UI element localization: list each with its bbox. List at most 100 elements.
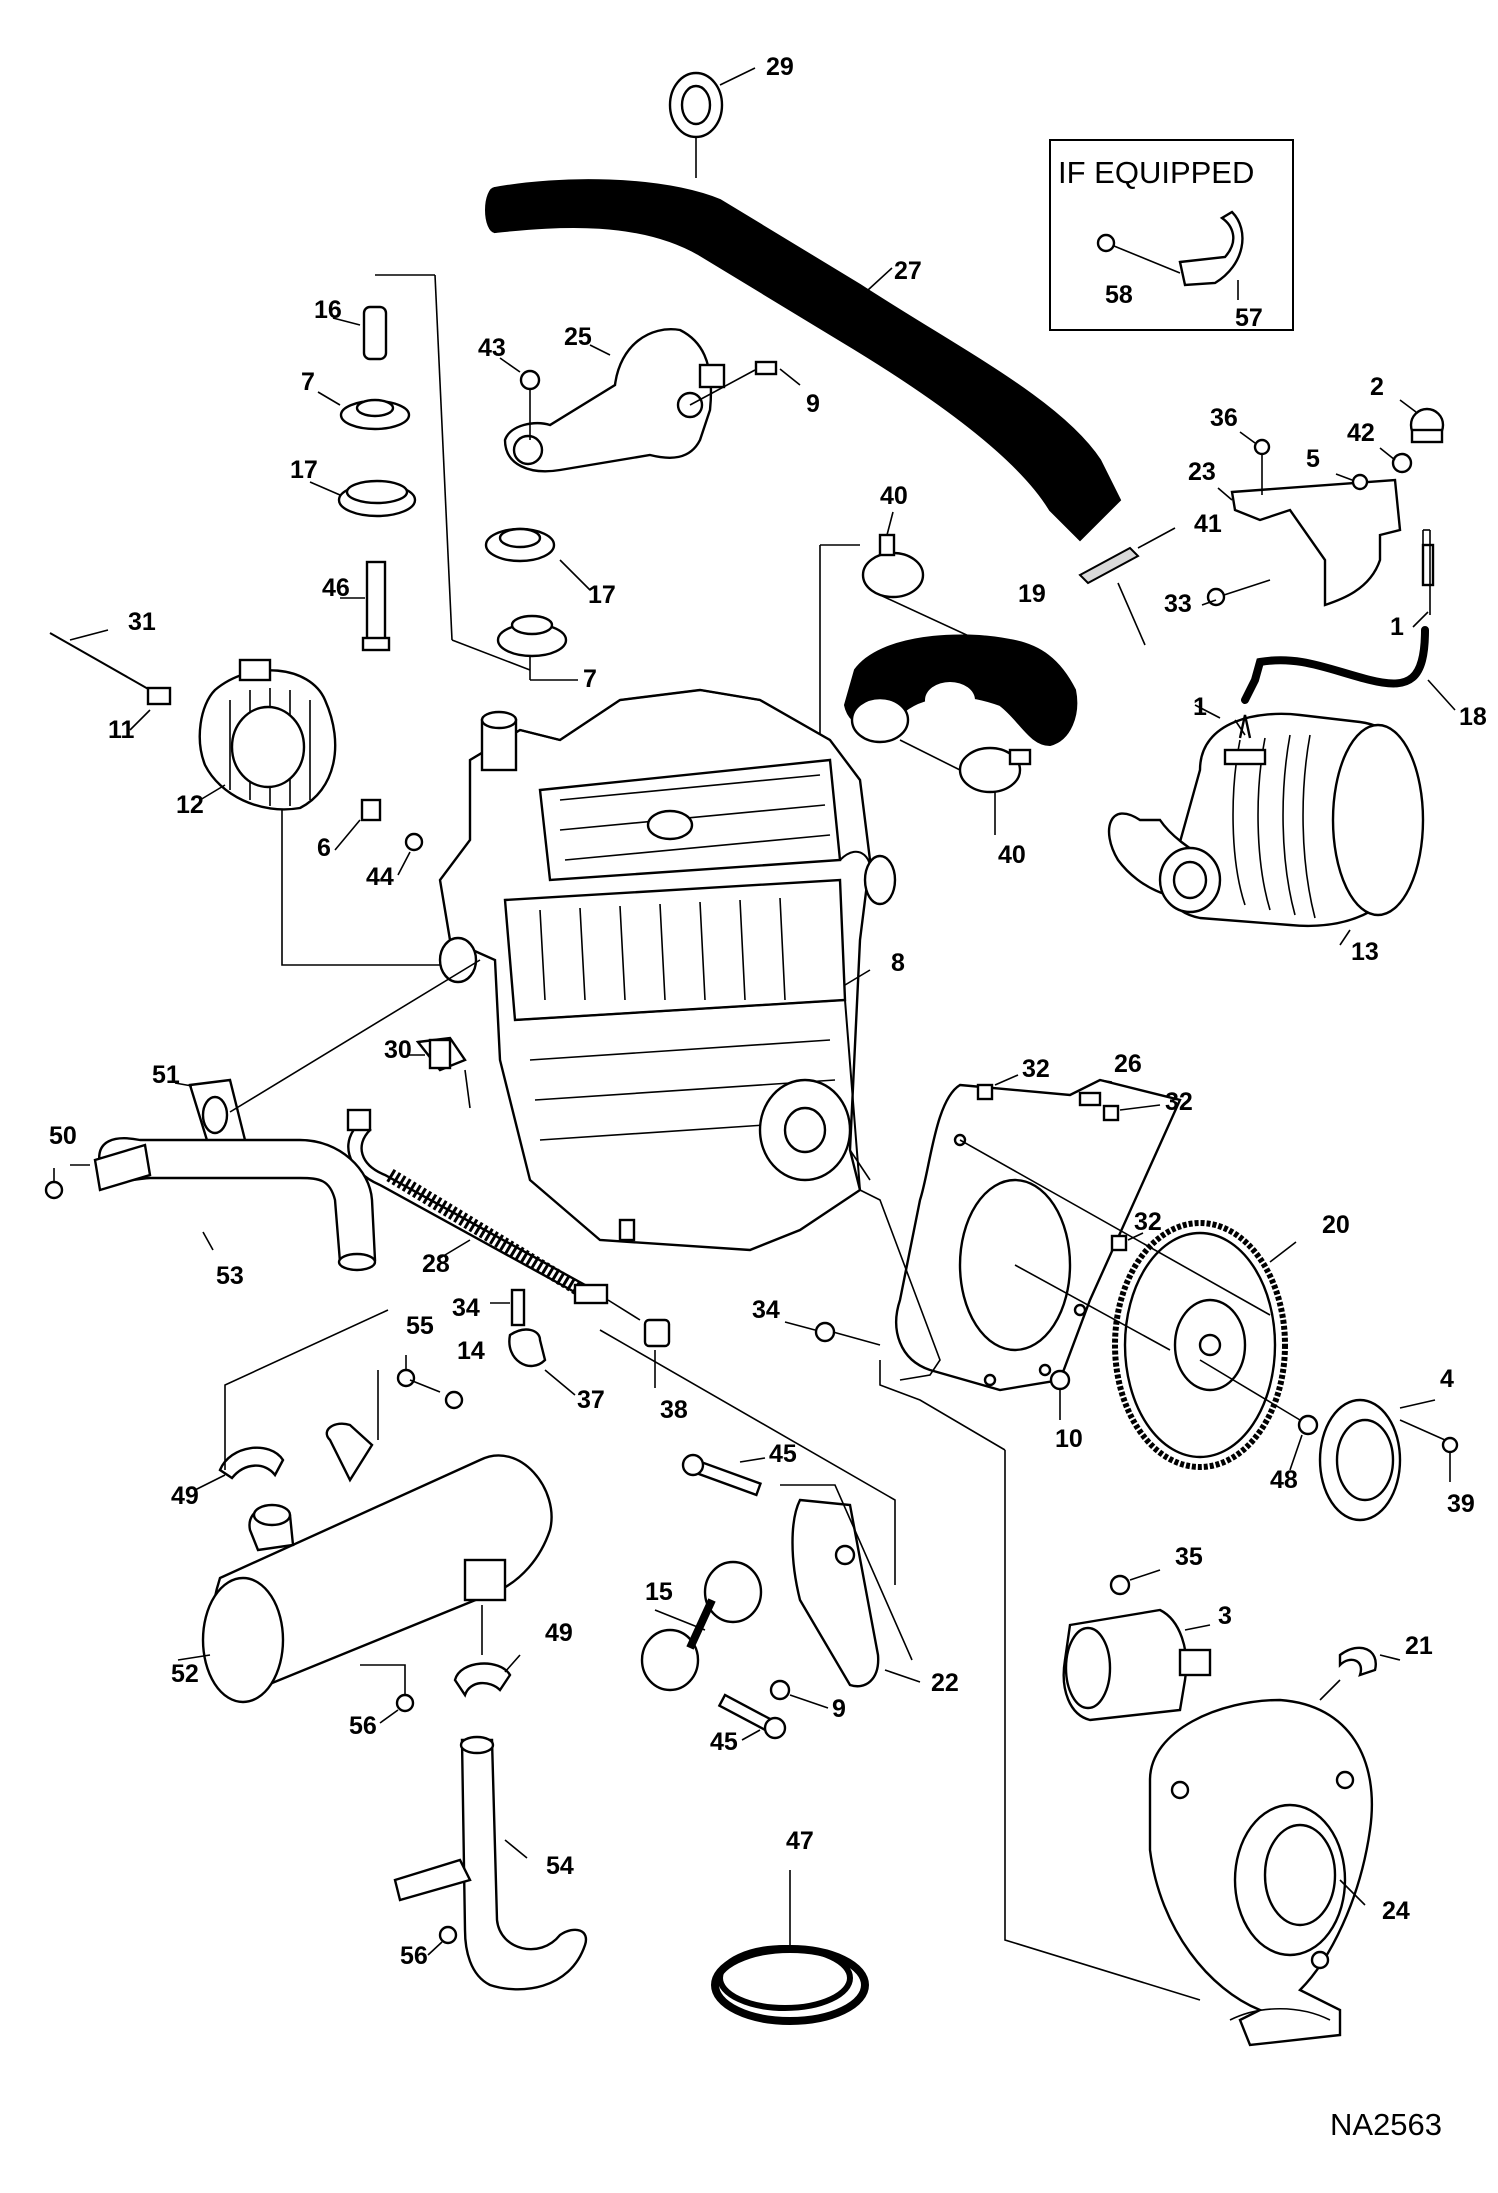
callout-c32b: 32 (1165, 1088, 1193, 1116)
bolt-56-upper-part (360, 1664, 415, 1724)
restriction-indicator-hose-18-part (1241, 626, 1456, 711)
clamp-40-lower-part (958, 746, 1032, 835)
cushion-17-left-part (337, 479, 417, 518)
callout-c5: 5 (1306, 445, 1320, 473)
alternator-12-part (49, 629, 470, 966)
seal-29-part (668, 67, 756, 178)
callout-c9a: 9 (806, 390, 820, 418)
callout-c34a: 34 (452, 1294, 480, 1322)
oil-line-28-part (346, 1108, 609, 1305)
callout-c27: 27 (894, 257, 922, 285)
tailpipe-54-part (393, 1735, 588, 1991)
callout-c55: 55 (406, 1312, 434, 1340)
callout-c9b: 9 (832, 1695, 846, 1723)
callout-c41: 41 (1194, 510, 1222, 538)
exhaust-pipe-53-part (70, 959, 481, 1272)
callout-c40b: 40 (998, 841, 1026, 869)
callout-c7b: 7 (583, 665, 597, 693)
bracket-22-part (791, 1498, 921, 1688)
fitting-30-part (408, 1036, 471, 1109)
callout-c47: 47 (786, 1827, 814, 1855)
air-cleaner-13-part (1107, 704, 1425, 946)
callout-c30: 30 (384, 1036, 412, 1064)
starter-3-part (1062, 1569, 1212, 1722)
bolt-50-part (44, 1168, 64, 1200)
bolt-14-part (409, 1379, 464, 1410)
cushion-7-lower-part (496, 614, 578, 681)
callout-c1a: 1 (1390, 613, 1404, 641)
callout-c31: 31 (128, 608, 156, 636)
gasket-51-part (174, 1078, 247, 1152)
callout-c32a: 32 (1022, 1055, 1050, 1083)
callout-c25: 25 (564, 323, 592, 351)
callout-c44: 44 (366, 863, 394, 891)
callout-c58: 58 (1105, 281, 1133, 309)
callout-c22: 22 (931, 1669, 959, 1697)
bolt-34-right-part (784, 1321, 881, 1346)
callout-c49b: 49 (545, 1619, 573, 1647)
callout-c54: 54 (546, 1852, 574, 1880)
callout-c52: 52 (171, 1660, 199, 1688)
hose-27-part (485, 179, 1122, 542)
cushion-7-upper-part (339, 398, 411, 431)
clip-37-part (490, 1288, 576, 1396)
inset-box: IF EQUIPPED (1049, 139, 1294, 331)
callout-c17a: 17 (290, 456, 318, 484)
bolt-45-upper-part (681, 1453, 766, 1497)
callout-c34b: 34 (752, 1296, 780, 1324)
callout-c37: 37 (577, 1386, 605, 1414)
callout-c23: 23 (1188, 458, 1216, 486)
inset-title: IF EQUIPPED (1058, 155, 1254, 190)
callout-c24: 24 (1382, 1897, 1410, 1925)
callout-c53: 53 (216, 1262, 244, 1290)
bracket-57-part (1178, 210, 1244, 300)
isolator-15-part (640, 1560, 763, 1692)
clamp-49-upper-part (194, 1309, 389, 1491)
callout-c26: 26 (1114, 1050, 1142, 1078)
callout-c6: 6 (317, 834, 331, 862)
callout-c16: 16 (314, 296, 342, 324)
callout-c42: 42 (1347, 419, 1375, 447)
leader-22 (599, 1329, 913, 1661)
bolt-46-part (361, 560, 391, 652)
callout-c21: 21 (1405, 1632, 1433, 1660)
callout-c50: 50 (49, 1122, 77, 1150)
callout-c17b: 17 (588, 581, 616, 609)
callout-c43: 43 (478, 334, 506, 362)
bell-housing-24-part (1004, 1450, 1374, 2047)
callout-c35: 35 (1175, 1543, 1203, 1571)
engine-8-part (438, 688, 897, 1252)
callout-c56b: 56 (400, 1942, 428, 1970)
air-cleaner-bracket-part (1201, 399, 1445, 628)
callout-c11: 11 (108, 716, 135, 744)
seal-plate-4-part (1318, 1398, 1459, 1522)
callout-c1b: 1 (1193, 693, 1207, 721)
bolt-48-part (1199, 1359, 1319, 1471)
hose-coil-47-part (711, 1870, 869, 2025)
flywheel-20-part (959, 1139, 1297, 1470)
bolt-9-lower-part (769, 1679, 829, 1709)
callout-c49a: 49 (171, 1482, 199, 1510)
callout-c51: 51 (152, 1061, 180, 1089)
callout-c3: 3 (1218, 1602, 1232, 1630)
bolt-10-part (1049, 1369, 1071, 1420)
callout-c2: 2 (1370, 373, 1384, 401)
intake-hose-19-part (843, 634, 1078, 747)
callout-c36: 36 (1210, 404, 1238, 432)
callout-c13: 13 (1351, 938, 1379, 966)
spacer-16-part (362, 305, 388, 361)
callout-c7a: 7 (301, 368, 315, 396)
callout-c19: 19 (1018, 580, 1046, 608)
callout-c45a: 45 (769, 1440, 797, 1468)
callout-c4: 4 (1440, 1365, 1454, 1393)
callout-c33: 33 (1164, 590, 1192, 618)
washer-55-part (377, 1355, 416, 1440)
callout-c38: 38 (660, 1396, 688, 1424)
callout-c40a: 40 (880, 482, 908, 510)
clamp-49-lower-part (453, 1605, 521, 1698)
callout-c18: 18 (1459, 703, 1487, 731)
callout-c39: 39 (1447, 1490, 1475, 1518)
